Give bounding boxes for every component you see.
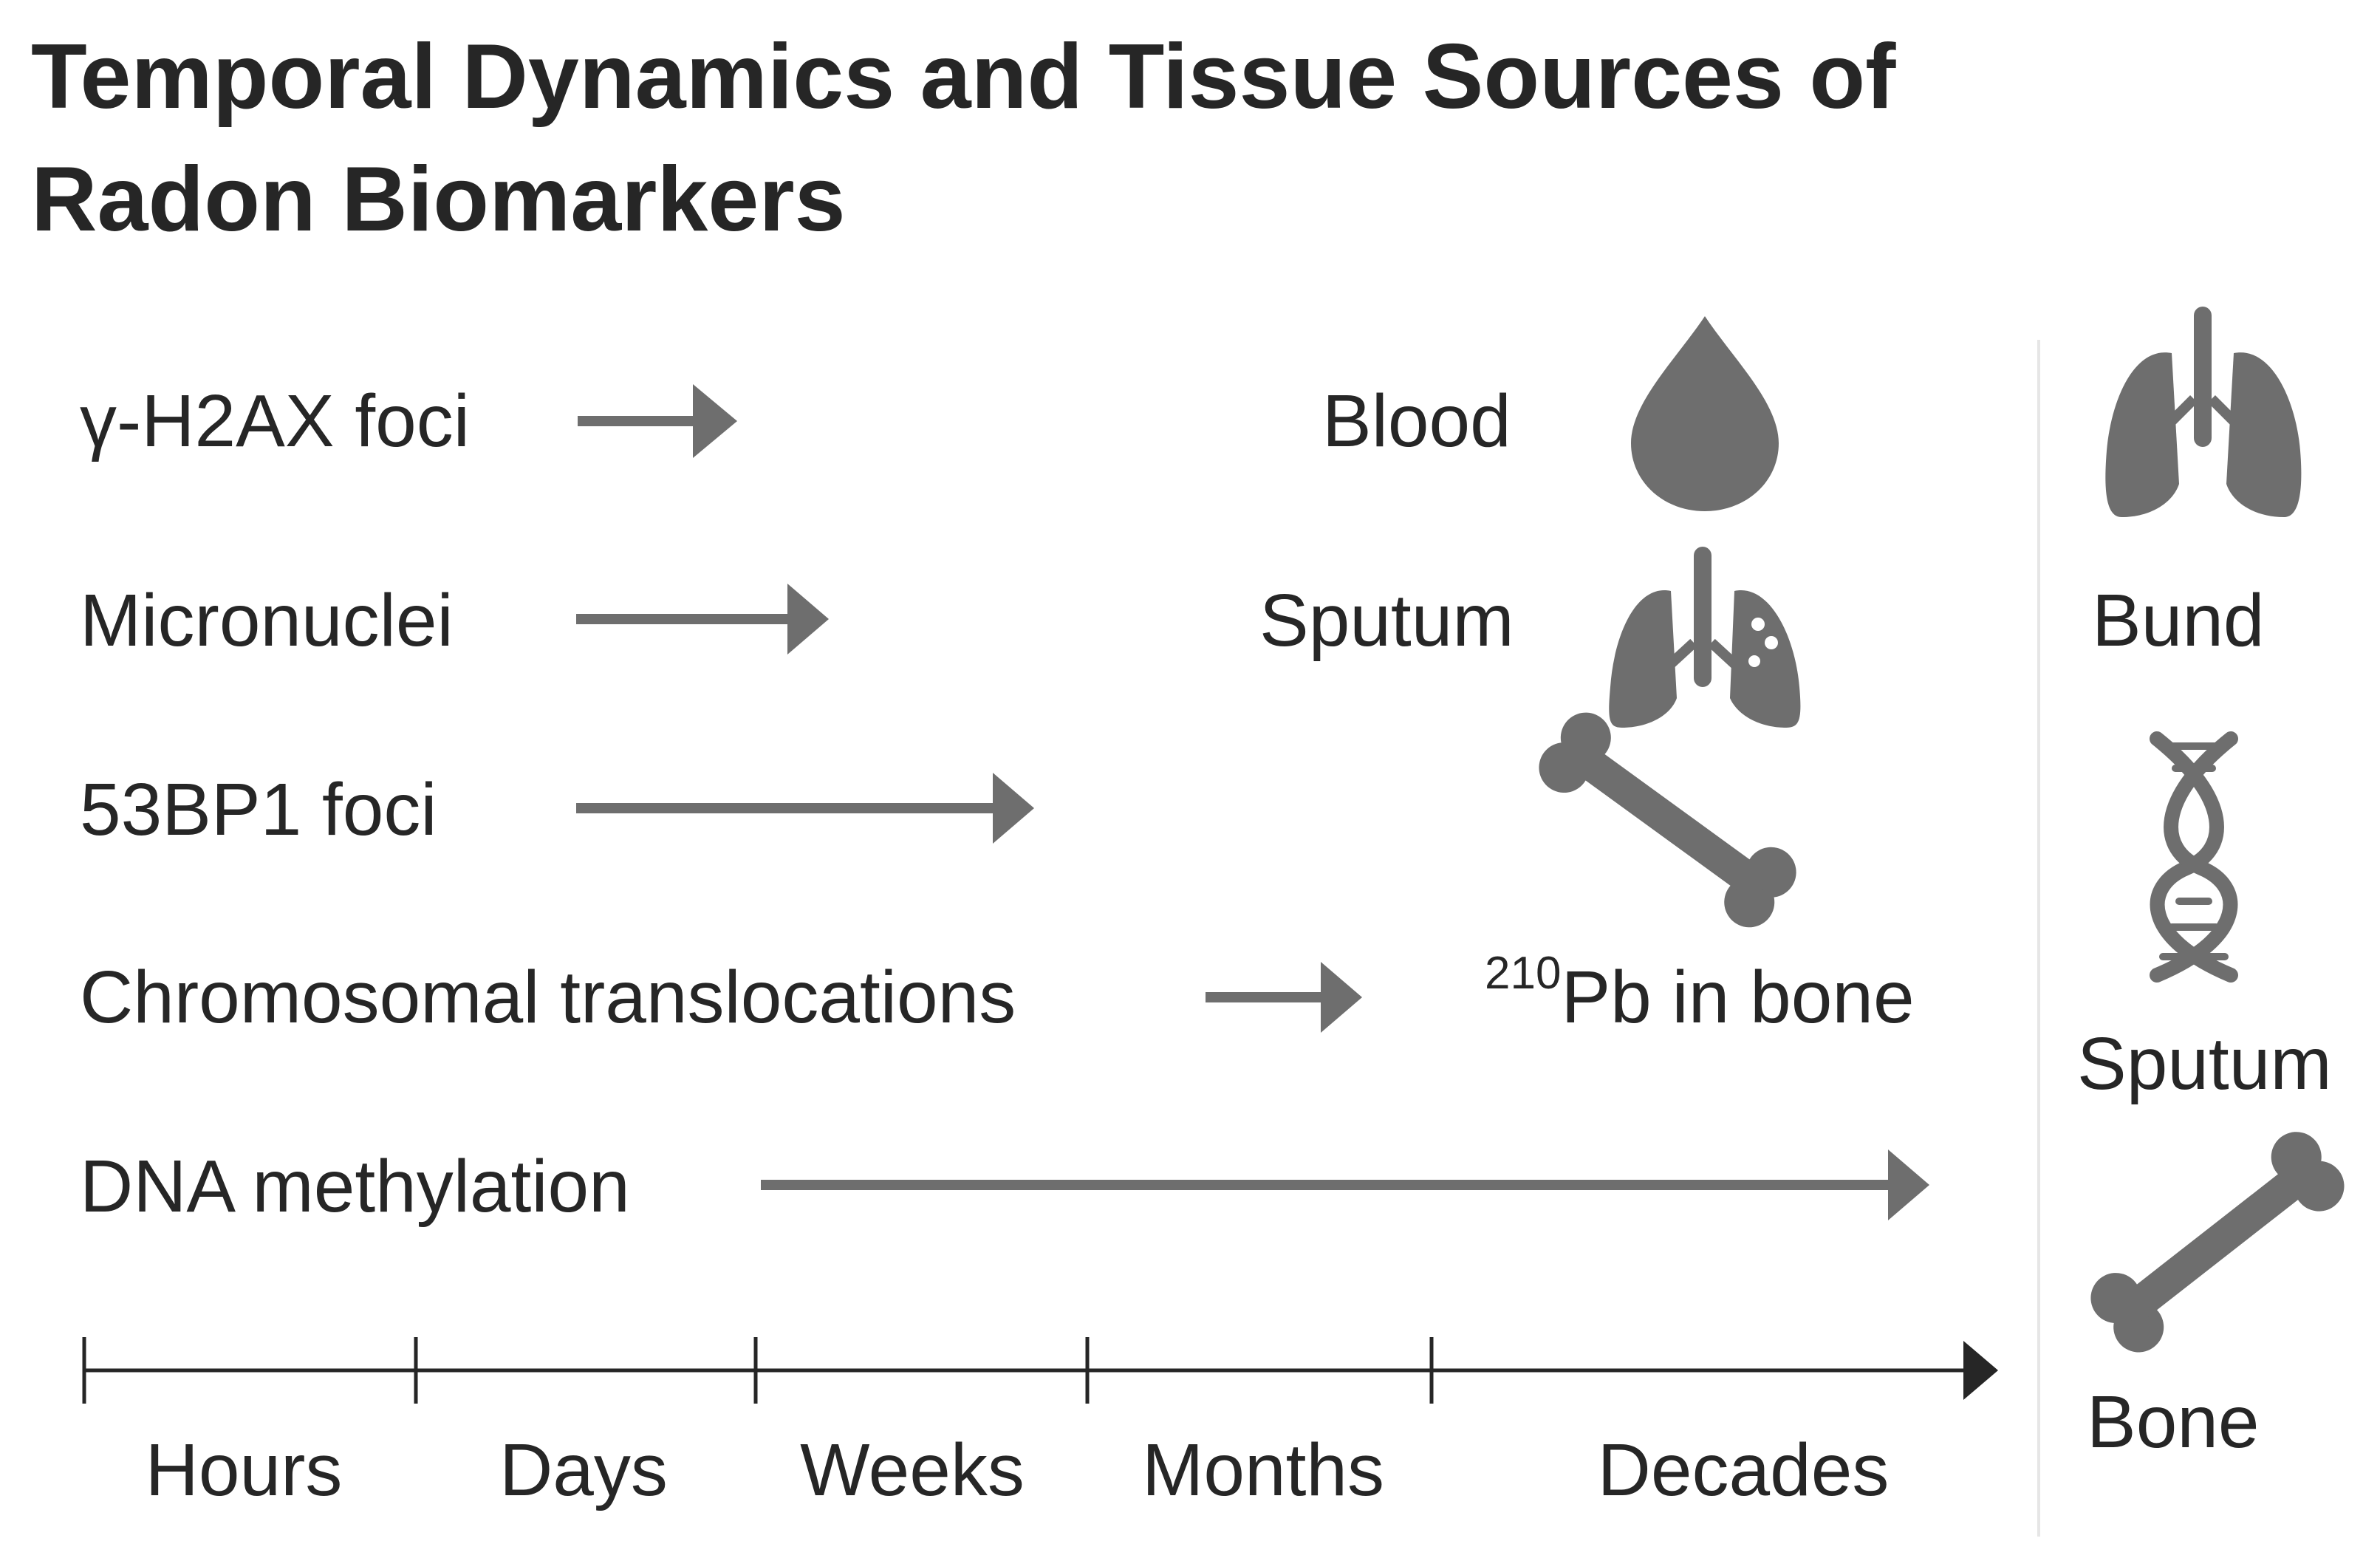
tissue-label-sputum: Sputum: [1259, 579, 1514, 662]
biomarker-label-dna-methylation: DNA methylation: [80, 1145, 630, 1228]
tissue-label-pb-in-bone: 210Pb in bone: [1485, 950, 1915, 1034]
right-label-bund: Bund: [2092, 579, 2265, 662]
arrow-53bp1: [576, 773, 1034, 844]
pb-text: Pb in bone: [1561, 956, 1915, 1039]
biomarker-label-gamma-h2ax: γ-H2AX foci: [80, 380, 470, 462]
tick-label-hours: Hours: [145, 1429, 343, 1511]
timeline-arrowhead: [1963, 1341, 1998, 1400]
biomarker-label-micronuclei: Micronuclei: [80, 579, 454, 662]
arrow-dna-methylation: [761, 1149, 1929, 1220]
arrow-chromosomal-translocations: [1206, 962, 1362, 1033]
arrow-gamma-h2ax: [578, 384, 737, 458]
tick-label-decades: Decades: [1597, 1429, 1890, 1511]
dna-helix-icon: [2150, 731, 2238, 983]
title-line-1: Temporal Dynamics and Tissue Sources of: [31, 26, 1896, 128]
pb-isotope-superscript: 210: [1485, 947, 1562, 999]
biomarker-label-chromosomal-translocations: Chromosomal translocations: [80, 956, 1016, 1039]
tick-label-weeks: Weeks: [800, 1429, 1025, 1511]
title-line-2: Radon Biomarkers: [31, 148, 846, 250]
tick-label-days: Days: [499, 1429, 668, 1511]
tick-label-months: Months: [1142, 1429, 1384, 1511]
lungs-icon: [2105, 307, 2302, 517]
bone-icon: [2080, 1121, 2355, 1363]
right-label-sputum: Sputum: [2077, 1022, 2332, 1105]
tissue-label-blood: Blood: [1322, 380, 1511, 462]
right-label-bone: Bone: [2087, 1381, 2260, 1463]
timeline-axis: [82, 1337, 1998, 1404]
lungs-sputum-icon: [1609, 547, 1801, 728]
blood-drop-icon: [1631, 316, 1779, 511]
arrow-micronuclei: [576, 584, 829, 655]
biomarker-label-53bp1: 53BP1 foci: [80, 768, 437, 851]
bone-icon: [1528, 703, 1807, 937]
